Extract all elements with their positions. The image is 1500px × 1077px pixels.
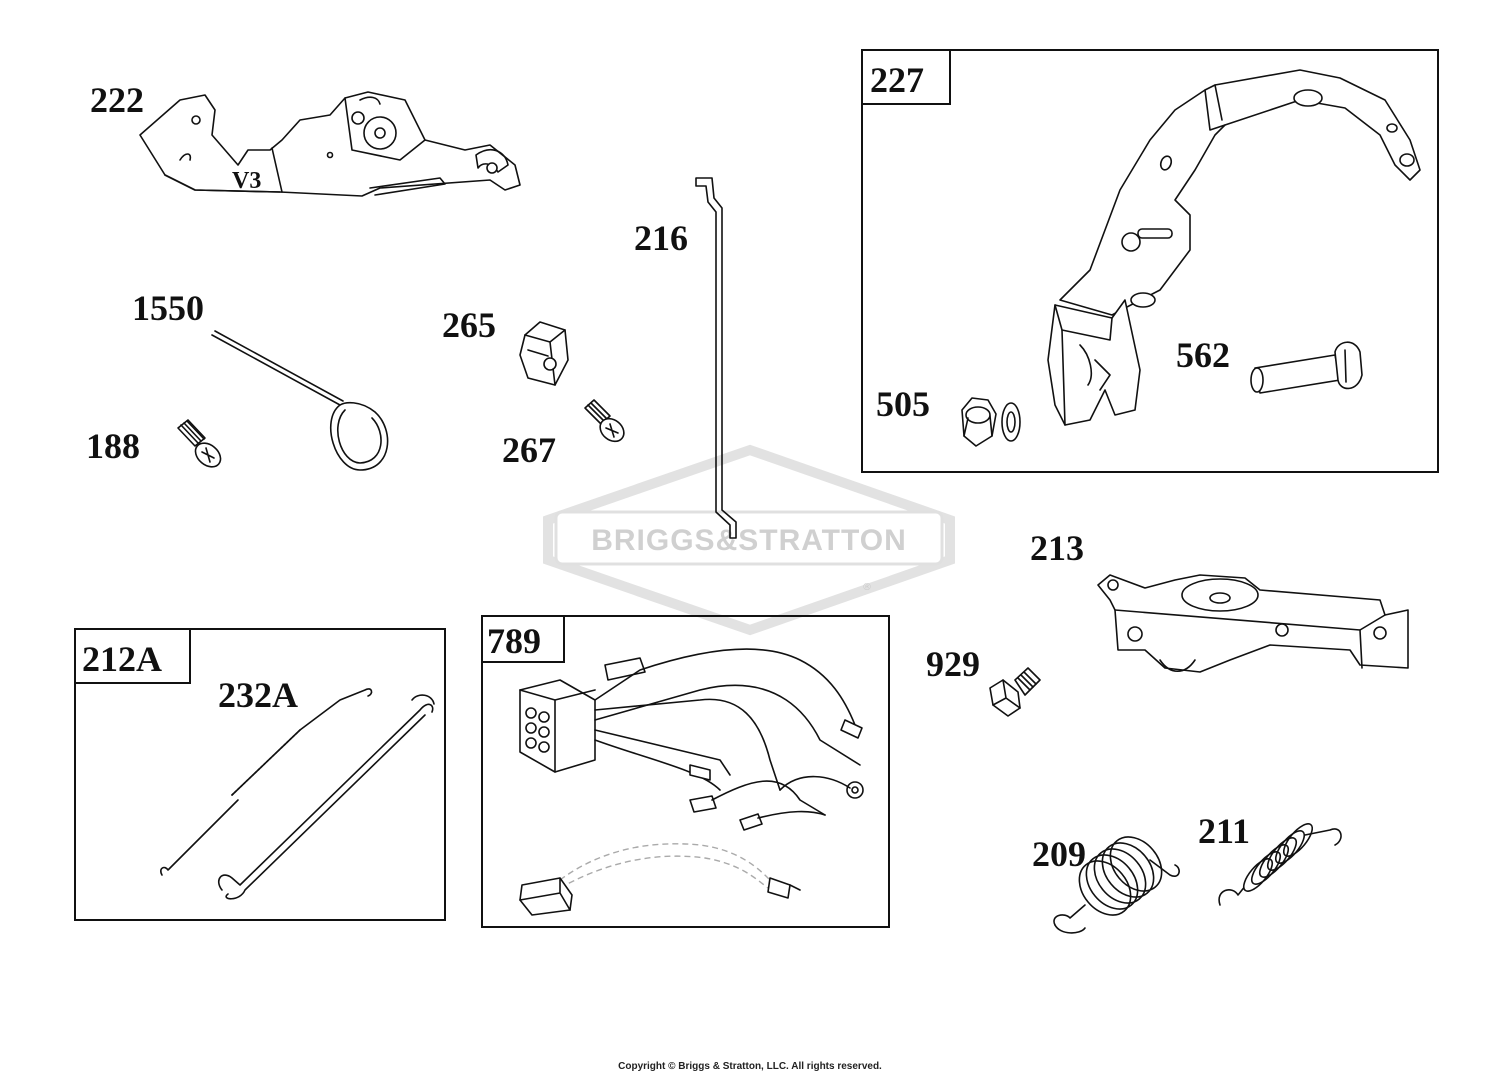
part-232a-spring-link[interactable] xyxy=(160,688,435,900)
coil-spring xyxy=(231,729,301,796)
part-1550-wire[interactable]: 1550 xyxy=(132,288,389,471)
part-505-nut-washer[interactable] xyxy=(961,397,1021,447)
label-222: 222 xyxy=(90,80,144,120)
label-267: 267 xyxy=(502,430,556,470)
part-213-bracket[interactable]: 213 xyxy=(1030,528,1409,673)
box-227-frame xyxy=(861,49,1439,473)
label-929: 929 xyxy=(926,644,980,684)
label-188: 188 xyxy=(86,426,140,466)
part-209-spring[interactable]: 209 xyxy=(1032,827,1180,934)
box-212a-label-frame xyxy=(74,628,191,684)
label-212a: 212A xyxy=(82,639,162,679)
watermark-registered-mark: ® xyxy=(862,582,872,593)
box-212a-frame xyxy=(74,628,446,921)
box-789-frame xyxy=(481,615,890,928)
part-267-screw[interactable]: 267 xyxy=(502,399,628,470)
label-213: 213 xyxy=(1030,528,1084,568)
label-216: 216 xyxy=(634,218,688,258)
part-212a-box: 212A 232A xyxy=(74,628,446,921)
watermark-text: BRIGGS&STRATTON xyxy=(591,524,907,557)
label-562: 562 xyxy=(1176,335,1230,375)
watermark: BRIGGS&STRATTON ® xyxy=(543,444,955,636)
label-232a: 232A xyxy=(218,675,298,715)
label-209: 209 xyxy=(1032,834,1086,874)
part-188-screw[interactable]: 188 xyxy=(86,419,225,472)
part-562-pin[interactable] xyxy=(1250,341,1363,394)
part-789-box: 789 xyxy=(481,615,890,928)
box-789-label-frame xyxy=(481,615,565,663)
copyright-notice: Copyright © Briggs & Stratton, LLC. All … xyxy=(618,1061,882,1072)
part-227-box: 227 xyxy=(861,49,1439,473)
part-216-link-rod[interactable]: 216 xyxy=(634,177,737,539)
label-211: 211 xyxy=(1198,811,1250,851)
label-789: 789 xyxy=(487,621,541,661)
label-1550: 1550 xyxy=(132,288,204,328)
part-929-bolt[interactable]: 929 xyxy=(926,644,1041,717)
part-211-spring[interactable]: 211 xyxy=(1198,811,1342,906)
part-789-wiring-harness[interactable] xyxy=(519,648,864,916)
label-227: 227 xyxy=(870,60,924,100)
part-265-clip[interactable]: 265 xyxy=(442,305,569,386)
part-227-throttle-bracket[interactable]: 562 505 xyxy=(876,69,1421,426)
box-227-label-frame xyxy=(861,49,951,105)
part-222-control-bracket[interactable]: 222 V3 xyxy=(90,80,521,197)
label-265: 265 xyxy=(442,305,496,345)
label-505: 505 xyxy=(876,384,930,424)
label-222-marking: V3 xyxy=(232,168,261,194)
